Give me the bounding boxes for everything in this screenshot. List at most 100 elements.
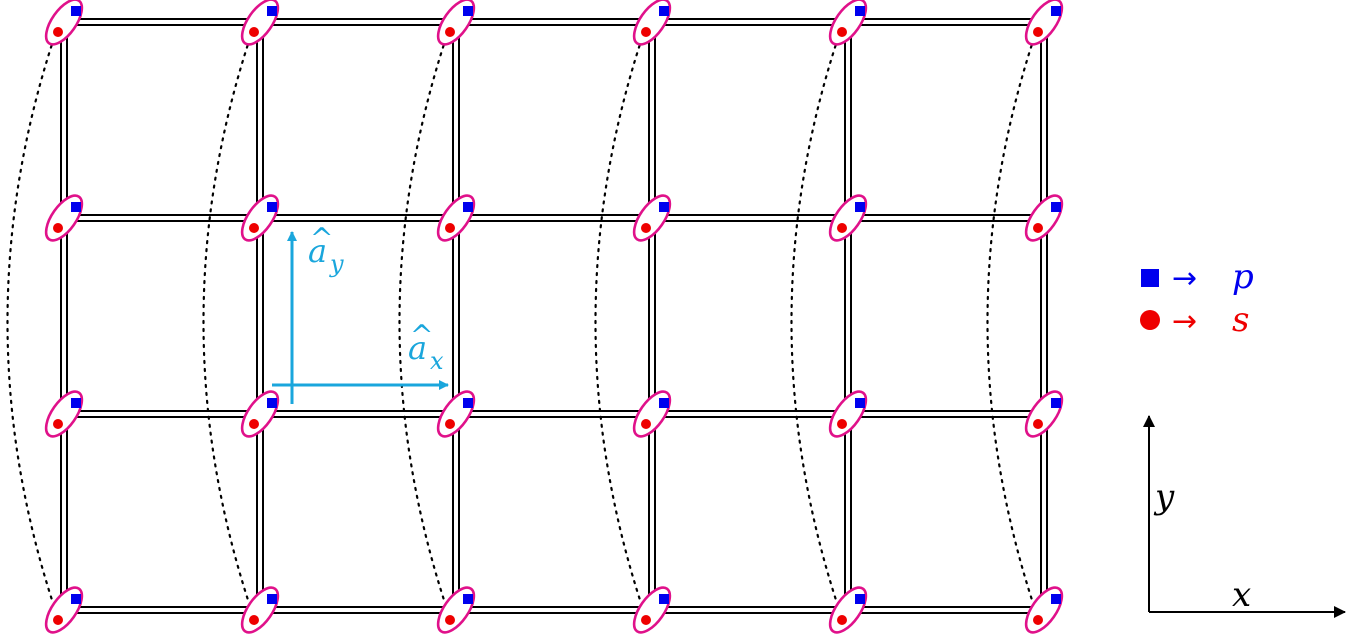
lattice-site: [240, 390, 280, 438]
site-ring: [828, 390, 868, 438]
legend-p: → p: [1141, 257, 1254, 297]
site-ring: [632, 390, 672, 438]
dotted-link: [986, 36, 1036, 602]
lattice-vector-ay-sub: y: [329, 250, 344, 278]
s-orbital-circle-icon: [249, 419, 259, 429]
lattice-site: [240, 0, 280, 46]
site-ring: [436, 194, 476, 242]
lattice-site: [44, 0, 84, 46]
lattice-site: [1024, 194, 1064, 242]
lattice-site: [632, 194, 672, 242]
lattice-sites: [44, 0, 1064, 634]
lattice-site: [828, 0, 868, 46]
s-orbital-circle-icon: [641, 27, 651, 37]
s-orbital-circle-icon: [641, 419, 651, 429]
s-orbital-circle-icon: [445, 27, 455, 37]
dotted-link: [398, 36, 448, 602]
lattice-site: [240, 194, 280, 242]
legend-p-arrow: →: [1172, 261, 1197, 296]
s-orbital-circle-icon: [1033, 419, 1043, 429]
p-orbital-square-icon: [1051, 202, 1061, 212]
site-ring: [240, 194, 280, 242]
lattice-site: [828, 194, 868, 242]
lattice-site: [44, 390, 84, 438]
site-ring: [44, 390, 84, 438]
dotted-link: [790, 36, 840, 602]
p-orbital-square-icon: [659, 398, 669, 408]
lattice-site: [1024, 586, 1064, 634]
lattice-vector-ax-hat: ^: [410, 319, 433, 352]
s-orbital-circle-icon: [53, 615, 63, 625]
s-orbital-circle-icon: [837, 223, 847, 233]
site-ring: [632, 586, 672, 634]
p-orbital-square-icon: [1051, 398, 1061, 408]
lattice-site: [828, 390, 868, 438]
p-orbital-square-icon: [855, 594, 865, 604]
lattice-site: [436, 586, 476, 634]
legend-s-circle-icon: [1140, 310, 1160, 330]
legend-p-symbol: p: [1232, 257, 1254, 297]
s-orbital-circle-icon: [445, 223, 455, 233]
site-ring: [828, 586, 868, 634]
p-orbital-square-icon: [267, 202, 277, 212]
s-orbital-circle-icon: [837, 615, 847, 625]
site-ring: [1024, 194, 1064, 242]
p-orbital-square-icon: [855, 202, 865, 212]
p-orbital-square-icon: [463, 594, 473, 604]
lattice-site: [1024, 0, 1064, 46]
s-orbital-circle-icon: [641, 615, 651, 625]
site-ring: [44, 194, 84, 242]
y-axis-label: y: [1153, 477, 1175, 517]
s-orbital-circle-icon: [249, 615, 259, 625]
s-orbital-circle-icon: [53, 223, 63, 233]
site-ring: [436, 586, 476, 634]
s-orbital-circle-icon: [1033, 27, 1043, 37]
s-orbital-circle-icon: [837, 27, 847, 37]
p-orbital-square-icon: [71, 594, 81, 604]
lattice-site: [44, 194, 84, 242]
dotted-link: [594, 36, 644, 602]
s-orbital-circle-icon: [53, 27, 63, 37]
p-orbital-square-icon: [855, 398, 865, 408]
lattice-site: [240, 586, 280, 634]
p-orbital-square-icon: [659, 202, 669, 212]
lattice-vector-ax: ^ a x: [272, 319, 449, 390]
s-orbital-circle-icon: [1033, 223, 1043, 233]
dotted-link: [202, 36, 252, 602]
p-orbital-square-icon: [267, 6, 277, 16]
lattice-site: [1024, 390, 1064, 438]
p-orbital-square-icon: [463, 398, 473, 408]
s-orbital-circle-icon: [837, 419, 847, 429]
s-orbital-circle-icon: [445, 615, 455, 625]
lattice-vector-ay-base: a: [308, 232, 327, 270]
s-orbital-circle-icon: [1033, 615, 1043, 625]
site-ring: [240, 586, 280, 634]
site-ring: [632, 194, 672, 242]
p-orbital-square-icon: [1051, 594, 1061, 604]
dotted-link: [6, 36, 56, 602]
lattice-site: [632, 390, 672, 438]
p-orbital-square-icon: [71, 6, 81, 16]
p-orbital-square-icon: [659, 594, 669, 604]
lattice-vector-ax-base: a: [408, 329, 427, 367]
legend-p-square-icon: [1141, 269, 1159, 287]
site-ring: [436, 390, 476, 438]
p-orbital-square-icon: [267, 594, 277, 604]
p-orbital-square-icon: [1051, 6, 1061, 16]
site-ring: [828, 194, 868, 242]
legend-s: → s: [1140, 300, 1249, 340]
site-ring: [1024, 586, 1064, 634]
coordinate-axes: x y: [1143, 415, 1346, 618]
p-orbital-square-icon: [463, 202, 473, 212]
lattice-site: [828, 586, 868, 634]
p-orbital-square-icon: [855, 6, 865, 16]
p-orbital-square-icon: [71, 398, 81, 408]
lattice-site: [436, 0, 476, 46]
s-orbital-circle-icon: [249, 223, 259, 233]
interlayer-dotted-links: [6, 36, 1036, 602]
p-orbital-square-icon: [659, 6, 669, 16]
s-orbital-circle-icon: [53, 419, 63, 429]
site-ring: [44, 586, 84, 634]
lattice-vector-ay: ^ a y: [287, 222, 344, 404]
